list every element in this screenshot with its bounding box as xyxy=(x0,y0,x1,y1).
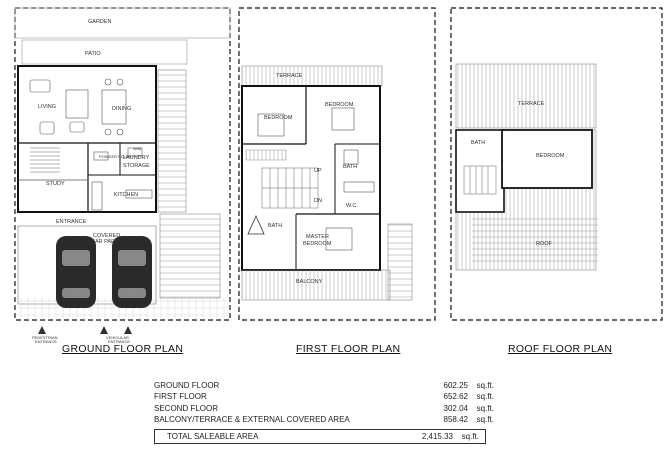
roof-label: ROOF xyxy=(536,241,553,247)
car-icon xyxy=(112,236,152,308)
area-name: BALCONY/TERRACE & EXTERNAL COVERED AREA xyxy=(154,415,350,425)
laundry-label: LAUNDRY xyxy=(123,155,150,161)
garden-label: GARDEN xyxy=(88,19,112,25)
roof-terrace-area xyxy=(455,63,597,129)
roof-bath-label: BATH xyxy=(471,140,485,146)
ground-building-outline xyxy=(17,65,157,213)
area-schedule: GROUND FLOOR 602.25 sq.ft. FIRST FLOOR 6… xyxy=(154,380,494,425)
ground-stair xyxy=(30,147,60,173)
garden-area xyxy=(14,7,231,39)
total-unit: sq.ft. xyxy=(461,432,479,441)
area-value: 652.62 xyxy=(443,392,468,402)
area-unit: sq.ft. xyxy=(476,392,494,402)
first-stair xyxy=(261,167,319,209)
dining-label: DINING xyxy=(112,106,131,112)
total-name: TOTAL SALEABLE AREA xyxy=(167,432,259,441)
first-floor-plan: TERRACE BEDROOM BEDROOM BATH UP DN W.C. … xyxy=(238,7,436,321)
vehicular-entrance-label-2: ENTRANCE xyxy=(108,339,130,344)
first-floor-title: FIRST FLOOR PLAN xyxy=(296,343,401,355)
area-name: SECOND FLOOR xyxy=(154,403,219,413)
patio-area xyxy=(21,39,188,65)
area-name: GROUND FLOOR xyxy=(154,381,220,391)
total-area-box: TOTAL SALEABLE AREA 2,415.33 sq.ft. xyxy=(154,429,486,444)
area-name: FIRST FLOOR xyxy=(154,392,207,402)
area-value: 858.42 xyxy=(443,415,468,425)
first-bath-a-label: BATH xyxy=(343,164,357,170)
first-plot-boundary xyxy=(238,7,436,321)
area-unit: sq.ft. xyxy=(476,415,494,425)
first-bedroom-b-label: BEDROOM xyxy=(325,102,354,108)
powder-label: POWDER ROOM xyxy=(99,154,131,159)
wm-label: W/M xyxy=(133,146,141,151)
vehicular-entrance-label: VEHICULAR xyxy=(106,335,129,340)
first-terrace-area xyxy=(241,65,383,87)
roof-bedroom-block xyxy=(501,129,593,189)
balcony-area xyxy=(241,269,391,301)
first-furniture xyxy=(257,107,375,251)
master-label: MASTER xyxy=(306,234,329,240)
entrance-arrow-icons xyxy=(38,326,132,334)
first-terrace-label: TERRACE xyxy=(276,73,303,79)
balcony-label: BALCONY xyxy=(296,279,323,285)
stair-up-label: UP xyxy=(314,168,322,174)
total-value: 2,415.33 xyxy=(421,432,453,441)
first-bath-b-label: BATH xyxy=(268,223,282,229)
kitchen-label: KITCHEN xyxy=(114,192,138,198)
ground-side-strip xyxy=(157,69,187,213)
first-side-strip xyxy=(387,223,413,301)
ground-furniture xyxy=(29,78,153,211)
pedestrian-entrance-label-2: ENTRANCE xyxy=(35,339,57,344)
master-bedroom-label: BEDROOM xyxy=(303,241,332,247)
area-value: 302.04 xyxy=(443,403,468,413)
study-label: STUDY xyxy=(46,181,65,187)
storage-label: STORAGE xyxy=(123,163,150,169)
ground-ramp-area xyxy=(159,213,221,299)
entrance-label: ENTRANCE xyxy=(56,219,87,225)
first-bedroom-a-label: BEDROOM xyxy=(264,115,293,121)
roof-plot-boundary xyxy=(450,7,663,321)
stair-down-label: DN xyxy=(314,198,322,204)
wc-label: W.C. xyxy=(346,203,358,209)
car-icon xyxy=(56,236,96,308)
ground-floor-title: GROUND FLOOR PLAN xyxy=(62,343,184,355)
area-row: BALCONY/TERRACE & EXTERNAL COVERED AREA … xyxy=(154,414,494,425)
roof-bedroom-label: BEDROOM xyxy=(536,153,565,159)
living-label: LIVING xyxy=(38,104,56,110)
covered-label: COVERED xyxy=(93,233,120,239)
area-value: 602.25 xyxy=(443,381,468,391)
car-park-label: CAR PARK xyxy=(91,239,119,245)
roof-floor-title: ROOF FLOOR PLAN xyxy=(508,343,613,355)
area-unit: sq.ft. xyxy=(476,403,494,413)
patio-label: PATIO xyxy=(85,51,101,57)
roof-terrace-label: TERRACE xyxy=(518,101,545,107)
area-unit: sq.ft. xyxy=(476,381,494,391)
roof-floor-plan: TERRACE BATH BEDROOM ROOF xyxy=(450,7,663,321)
ground-floor-plan: GARDEN PATIO LIVING DINING POWDER ROOM W… xyxy=(14,7,231,344)
roof-stair xyxy=(463,165,497,195)
area-row: FIRST FLOOR 652.62 sq.ft. xyxy=(154,391,494,402)
pedestrian-entrance-label: PEDESTRIAN xyxy=(32,335,58,340)
area-row: GROUND FLOOR 602.25 sq.ft. xyxy=(154,380,494,391)
area-row: SECOND FLOOR 302.04 sq.ft. xyxy=(154,403,494,414)
